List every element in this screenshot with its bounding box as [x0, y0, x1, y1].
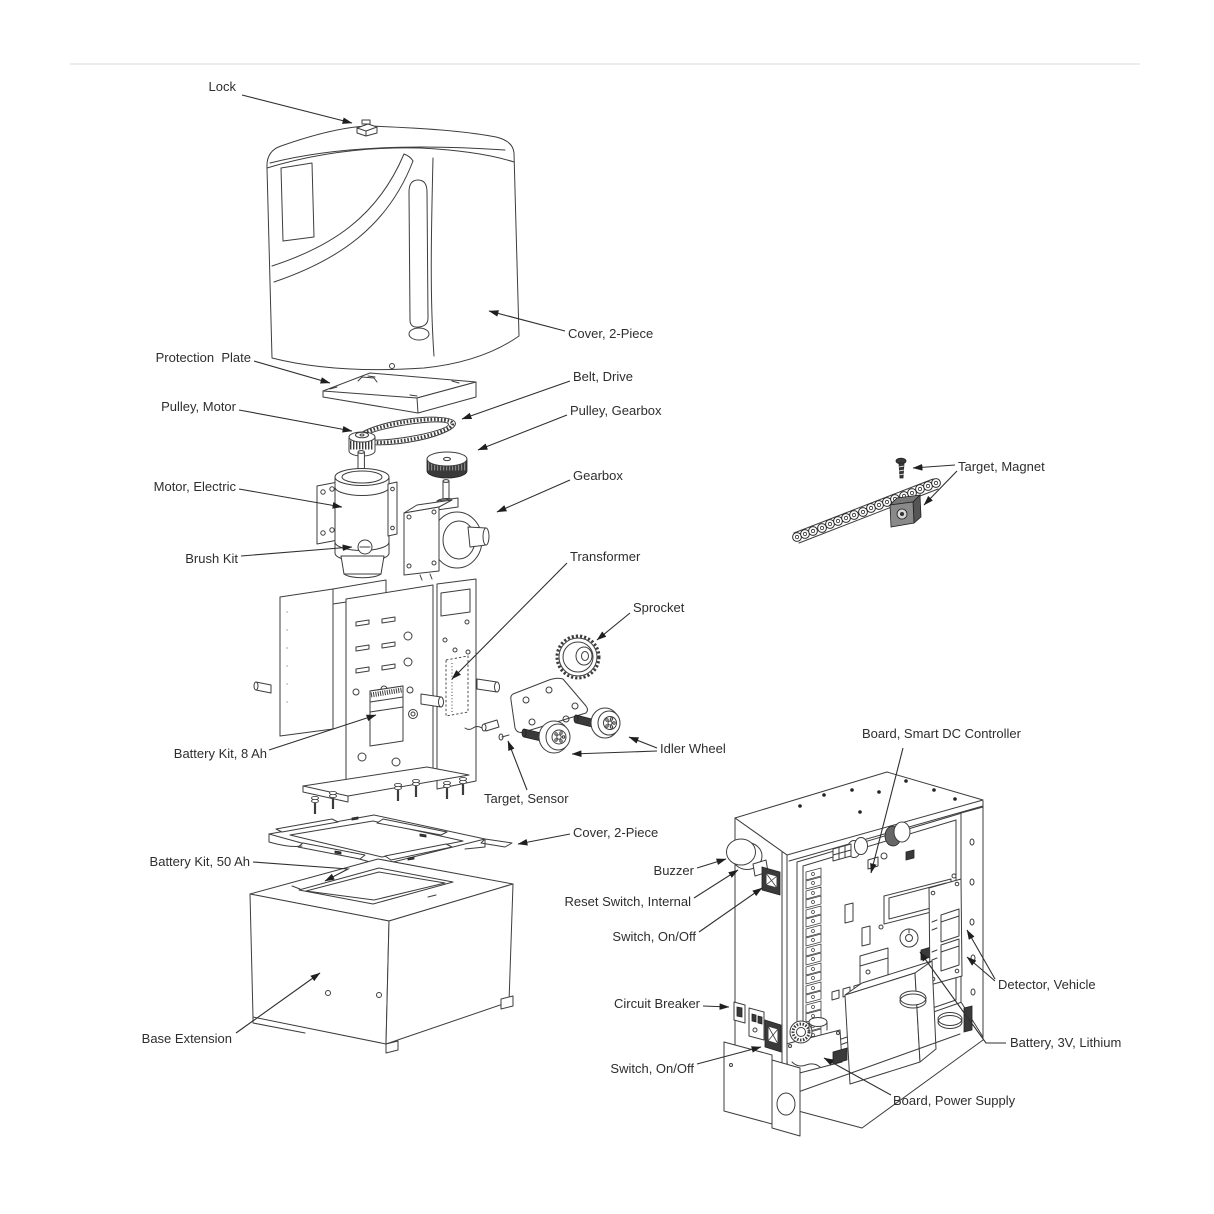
label-cover-2piece-top: Cover, 2-Piece — [568, 326, 654, 341]
pulley-gearbox-part — [426, 451, 468, 479]
pulley-motor-part — [348, 431, 376, 470]
label-lock: Lock — [208, 79, 236, 94]
leader-lines — [235, 94, 1006, 1096]
label-pulley-gearbox: Pulley, Gearbox — [570, 403, 662, 418]
transformer-part — [445, 655, 469, 717]
label-belt-drive: Belt, Drive — [573, 369, 633, 384]
protection-plate-part — [322, 372, 477, 414]
label-sprocket: Sprocket — [633, 600, 685, 615]
label-cover-2piece-bottom: Cover, 2-Piece — [573, 825, 659, 840]
circuit-breaker-part — [733, 1001, 746, 1024]
label-motor-electric: Motor, Electric — [153, 479, 236, 494]
label-detector-vehicle: Detector, Vehicle — [998, 977, 1096, 992]
gearbox-part — [403, 479, 490, 581]
sprocket-part — [555, 634, 601, 680]
detector-vehicle-part — [928, 878, 963, 986]
label-pulley-motor: Pulley, Motor — [161, 399, 236, 414]
motor-electric-part — [316, 468, 398, 579]
control-box-part — [723, 771, 984, 1137]
switch-on-off-lower-part — [764, 1019, 782, 1053]
cover-2piece-bottom-part — [268, 814, 513, 872]
switch-on-off-upper-part — [761, 866, 781, 896]
target-magnet-part — [888, 457, 922, 528]
idler-assembly-part — [510, 677, 621, 754]
label-switch-on-off-upper: Switch, On/Off — [612, 929, 696, 944]
top-divider — [70, 63, 1140, 65]
battery-kit-8ah-part — [369, 685, 418, 747]
label-target-magnet: Target, Magnet — [958, 459, 1045, 474]
base-extension-part — [249, 858, 514, 1054]
idler-wheel-b — [573, 707, 621, 739]
label-board-smart-dc: Board, Smart DC Controller — [862, 726, 1021, 741]
lock-part — [356, 119, 378, 137]
label-battery-kit-8ah: Battery Kit, 8 Ah — [173, 746, 267, 761]
label-target-sensor: Target, Sensor — [484, 791, 569, 806]
outlet-part — [748, 1007, 765, 1041]
label-reset-switch: Reset Switch, Internal — [564, 894, 691, 909]
label-battery-kit-50ah: Battery Kit, 50 Ah — [149, 854, 250, 869]
label-base-extension: Base Extension — [141, 1031, 232, 1046]
label-protection-plate: Protection Plate — [155, 350, 251, 365]
label-brush-kit: Brush Kit — [185, 551, 238, 566]
label-buzzer: Buzzer — [653, 863, 694, 878]
label-battery-3v: Battery, 3V, Lithium — [1010, 1035, 1122, 1050]
label-gearbox: Gearbox — [573, 468, 623, 483]
label-switch-on-off-lower: Switch, On/Off — [610, 1061, 694, 1076]
label-transformer: Transformer — [570, 549, 641, 564]
cover-2piece-top-part — [266, 125, 520, 371]
label-idler-wheel: Idler Wheel — [660, 741, 726, 756]
label-board-power-supply: Board, Power Supply — [893, 1093, 1016, 1108]
label-circuit-breaker: Circuit Breaker — [614, 996, 700, 1011]
target-sensor-part — [464, 719, 510, 741]
belt-drive-part — [356, 416, 456, 446]
idler-wheel-a — [521, 720, 571, 754]
